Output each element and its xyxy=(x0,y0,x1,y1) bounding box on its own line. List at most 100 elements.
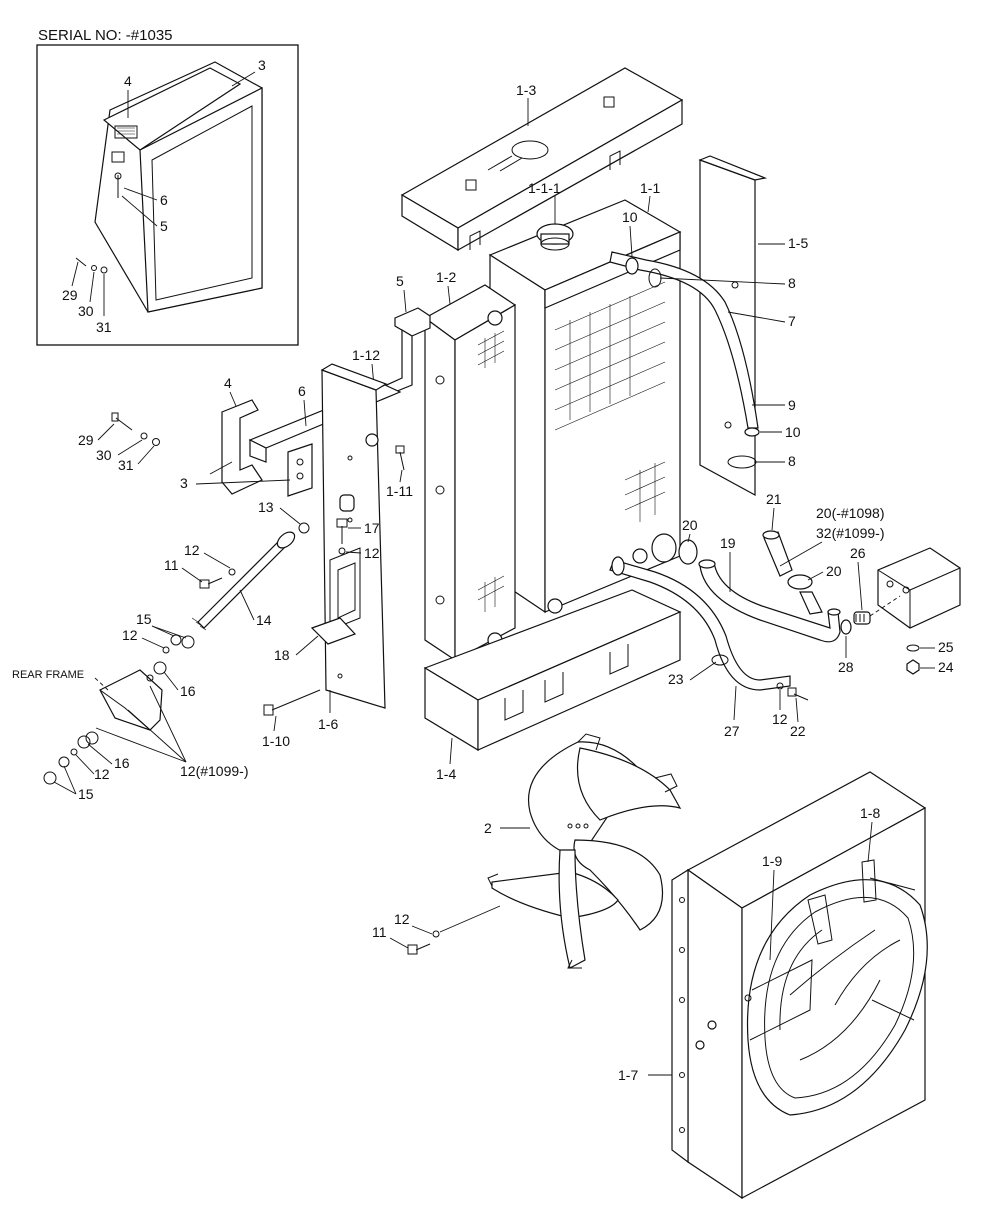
label-5: 5 xyxy=(396,273,404,289)
inset-label-6: 6 xyxy=(160,192,168,208)
label-32-1099: 32(#1099-) xyxy=(816,525,885,541)
label-12-pipe: 12 xyxy=(772,711,788,727)
label-16-lower: 16 xyxy=(114,755,130,771)
oil-cooler xyxy=(423,284,517,662)
label-12-guard: 12 xyxy=(394,911,410,927)
label-9: 9 xyxy=(788,397,796,413)
inset-label-31: 31 xyxy=(96,319,112,335)
bolt-11-washer-12 xyxy=(199,568,236,589)
label-20-1098: 20(-#1098) xyxy=(816,505,885,521)
label-4: 4 xyxy=(224,375,232,391)
drain-cock-26 xyxy=(840,611,871,635)
label-15-lower: 15 xyxy=(78,786,94,802)
label-12-1099: 12(#1099-) xyxy=(180,763,249,779)
bolt-22-washer-12 xyxy=(776,682,809,701)
label-8-bottom: 8 xyxy=(788,453,796,469)
seal-bracket-4 xyxy=(221,399,263,495)
top-support-bracket xyxy=(400,67,684,252)
serial-inset: SERIAL NO: -#1035 4 3 6 5 29 30 xyxy=(36,27,299,346)
label-29: 29 xyxy=(78,432,94,448)
clamp-20 xyxy=(651,533,813,590)
label-30: 30 xyxy=(96,447,112,463)
label-21: 21 xyxy=(766,491,782,507)
label-1-2: 1-2 xyxy=(436,269,456,285)
inset-label-29: 29 xyxy=(62,287,78,303)
label-8-top: 8 xyxy=(788,275,796,291)
label-13: 13 xyxy=(258,499,274,515)
lower-support-tray xyxy=(423,548,682,752)
label-2: 2 xyxy=(484,820,492,836)
label-11-guard: 11 xyxy=(372,924,387,940)
label-10-bottom: 10 xyxy=(785,424,801,440)
label-15-upper: 15 xyxy=(136,611,152,627)
seal-bracket-5 xyxy=(379,307,431,399)
label-12-lower: 12 xyxy=(94,766,110,782)
label-1-7: 1-7 xyxy=(618,1067,638,1083)
inset-label-3: 3 xyxy=(258,57,266,73)
label-1-3: 1-3 xyxy=(516,82,536,98)
inset-label-30: 30 xyxy=(78,303,94,319)
elbow-21 xyxy=(762,530,793,577)
label-27: 27 xyxy=(724,723,740,739)
label-16-upper: 16 xyxy=(180,683,196,699)
label-24: 24 xyxy=(938,659,954,675)
mount-bracket-18 xyxy=(310,617,357,645)
rear-frame-mount xyxy=(94,669,163,731)
label-26: 26 xyxy=(850,545,866,561)
stay-rod-14 xyxy=(191,531,296,631)
label-7: 7 xyxy=(788,313,796,329)
inset-bolts xyxy=(75,257,108,274)
label-22: 22 xyxy=(790,723,806,739)
label-12-rod: 12 xyxy=(184,542,200,558)
label-6: 6 xyxy=(298,383,306,399)
radiator-cap xyxy=(536,223,574,251)
label-3: 3 xyxy=(180,475,188,491)
inset-label-4: 4 xyxy=(124,73,132,89)
label-28: 28 xyxy=(838,659,854,675)
bushing-13 xyxy=(298,494,355,534)
inset-frame xyxy=(36,44,299,346)
label-1-4: 1-4 xyxy=(436,766,456,782)
upper-hose xyxy=(609,251,760,469)
label-rear-frame: REAR FRAME xyxy=(12,669,84,681)
label-1-1: 1-1 xyxy=(640,180,660,196)
label-14: 14 xyxy=(256,612,272,628)
label-1-8: 1-8 xyxy=(860,805,880,821)
inset-shroud xyxy=(94,61,263,313)
label-17: 17 xyxy=(364,520,380,536)
label-19: 19 xyxy=(720,535,736,551)
nut-washer-group-lower xyxy=(43,731,99,785)
fan-guard-spider xyxy=(487,733,682,969)
label-1-5: 1-5 xyxy=(788,235,808,251)
label-25: 25 xyxy=(938,639,954,655)
label-18: 18 xyxy=(274,647,290,663)
label-11-rod: 11 xyxy=(164,557,179,573)
label-1-9: 1-9 xyxy=(762,853,782,869)
bolt-17 xyxy=(336,518,348,555)
label-1-1-1: 1-1-1 xyxy=(528,180,561,196)
serial-number-label: SERIAL NO: -#1035 xyxy=(38,27,173,44)
seal-plate-3 xyxy=(287,443,313,497)
nut-washer-group-upper xyxy=(153,634,195,675)
label-10-top: 10 xyxy=(622,209,638,225)
inset-label-5: 5 xyxy=(160,218,168,234)
label-12-upper: 12 xyxy=(122,627,138,643)
drain-block xyxy=(869,547,961,629)
fan-shroud xyxy=(671,771,928,1200)
label-20-clamp: 20 xyxy=(682,517,698,533)
label-1-12: 1-12 xyxy=(352,347,380,363)
label-23: 23 xyxy=(668,671,684,687)
drain-hose-27 xyxy=(609,556,791,691)
bolt-1-11 xyxy=(395,445,405,471)
label-20-pipe: 20 xyxy=(826,563,842,579)
bolts-29-30-31 xyxy=(111,412,160,446)
plug-24-25 xyxy=(906,644,920,675)
label-1-6: 1-6 xyxy=(318,716,338,732)
lower-water-pipe xyxy=(698,559,841,643)
label-1-11: 1-11 xyxy=(386,483,413,499)
label-12-stay: 12 xyxy=(364,545,380,561)
bolt-11-washer-12-guard xyxy=(407,905,501,955)
label-1-10: 1-10 xyxy=(262,733,290,749)
